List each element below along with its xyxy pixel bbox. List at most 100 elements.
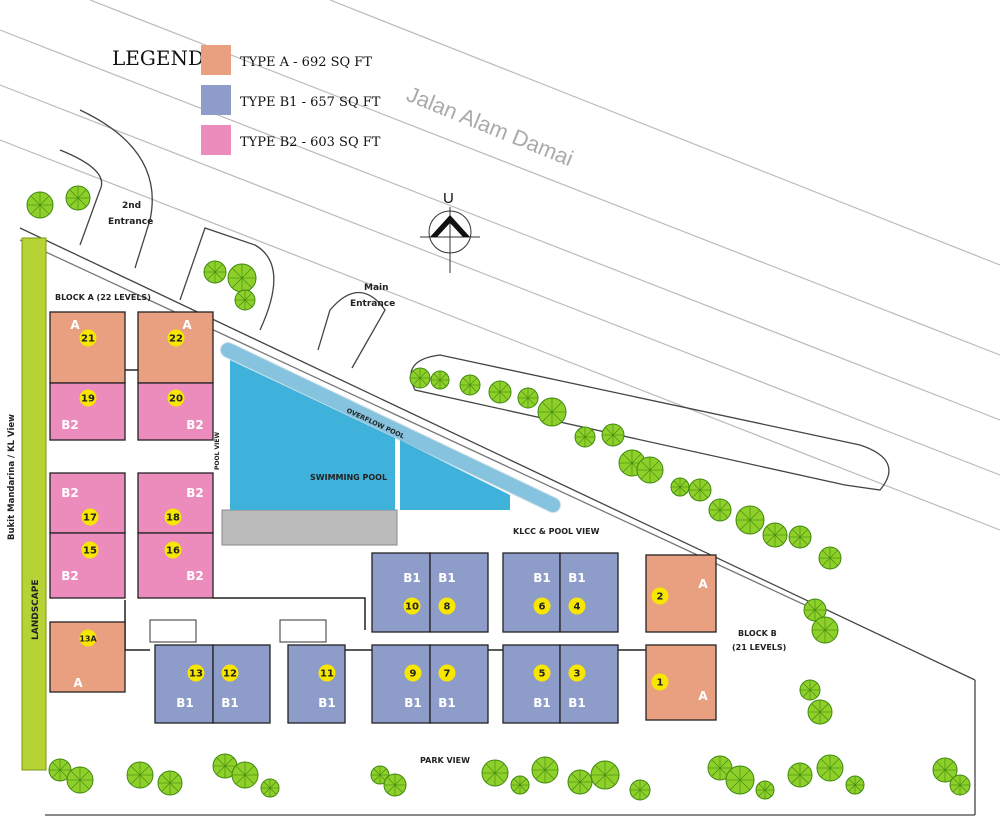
- landscape-label: LANDSCAPE: [31, 580, 41, 641]
- tree-icon: [481, 759, 509, 787]
- unit-number: 19: [81, 394, 95, 405]
- tree-icon: [755, 780, 775, 800]
- unit-number-badge: [164, 508, 182, 526]
- legend-swatch-b2: [201, 125, 231, 155]
- main-entrance-label-line1: Main: [364, 283, 389, 293]
- unit-number-badge: [533, 597, 551, 615]
- tree-icon: [66, 766, 94, 794]
- unit-type: B2: [61, 486, 79, 500]
- main-entrance-label-line2: Entrance: [350, 299, 395, 309]
- unit-number-badge: [651, 673, 669, 691]
- unit-number-badge: [164, 541, 182, 559]
- unit-number-badge: [167, 389, 185, 407]
- legend-swatch-b1: [201, 85, 231, 115]
- tree-icon: [688, 478, 712, 502]
- second-entrance-label-line2: Entrance: [108, 217, 153, 227]
- unit-number: 12: [223, 669, 237, 680]
- unit-7[interactable]: 7B1: [429, 644, 489, 724]
- tree-icon: [157, 770, 183, 796]
- unit-number: 17: [83, 513, 97, 524]
- unit-number: 16: [166, 546, 180, 557]
- tree-icon: [260, 778, 280, 798]
- unit-floor-area: [212, 644, 271, 724]
- unit-1[interactable]: 1A: [645, 644, 717, 721]
- unit-number-badge: [81, 508, 99, 526]
- unit-number: 1: [657, 678, 664, 689]
- unit-type: A: [698, 577, 708, 591]
- unit-floor-area: [559, 644, 619, 724]
- unit-6[interactable]: 6B1: [502, 552, 561, 633]
- tree-icon: [574, 426, 596, 448]
- unit-number-badge: [187, 664, 205, 682]
- unit-type: B1: [533, 696, 551, 710]
- tree-icon: [670, 477, 690, 497]
- unit-number-badge: [79, 329, 97, 347]
- tree-icon: [459, 374, 481, 396]
- unit-number: 6: [539, 602, 546, 613]
- tree-icon: [531, 756, 559, 784]
- unit-floor-area: [429, 552, 489, 633]
- landscape-strip-bar: [21, 237, 47, 771]
- unit-floor-area: [429, 644, 489, 724]
- unit-5[interactable]: 5B1: [502, 644, 561, 724]
- unit-22[interactable]: 22A: [137, 311, 214, 384]
- road-edge-line: [89, 0, 1000, 356]
- unit-number: 13: [189, 669, 203, 680]
- road-edge-line: [0, 84, 1000, 476]
- tree-icon: [203, 260, 227, 284]
- unit-8[interactable]: 8B1: [429, 552, 489, 633]
- unit-3[interactable]: 3B1: [559, 644, 619, 724]
- swimming-pool-water: [230, 360, 395, 510]
- tree-icon: [231, 761, 259, 789]
- lift-shaft: [279, 619, 327, 643]
- unit-number-badge: [167, 329, 185, 347]
- legend-swatch-a: [201, 45, 231, 75]
- trees: [26, 185, 971, 801]
- block-a-label: BLOCK A (22 LEVELS): [55, 293, 151, 302]
- road-edge-line: [329, 0, 1000, 266]
- unit-2[interactable]: 2A: [645, 554, 717, 633]
- tree-icon: [845, 775, 865, 795]
- unit-number: 10: [405, 602, 419, 613]
- second-entrance-label-line1: 2nd: [122, 201, 141, 211]
- tree-icon: [567, 769, 593, 795]
- corridors: [124, 369, 646, 651]
- road-edge-line: [0, 29, 1000, 421]
- pool-view-label: POOL VIEW: [214, 432, 221, 470]
- tree-icon: [383, 773, 407, 797]
- unit-17[interactable]: 17 B2: [49, 472, 126, 534]
- unit-21[interactable]: 21A: [49, 311, 126, 384]
- unit-type: B1: [318, 696, 336, 710]
- unit-9[interactable]: 9B1: [371, 644, 431, 724]
- tree-icon: [735, 505, 765, 535]
- tree-icon: [590, 760, 620, 790]
- side-view-label: Bukit Mandarina / KL View: [7, 414, 17, 540]
- tree-icon: [932, 757, 958, 783]
- unit-type: A: [698, 689, 708, 703]
- unit-number: 22: [169, 334, 183, 345]
- unit-4[interactable]: 4B1: [559, 552, 619, 633]
- unit-number: 11: [320, 669, 334, 680]
- tree-icon: [803, 598, 827, 622]
- klcc-pool-view-label: KLCC & POOL VIEW: [513, 527, 600, 536]
- second-entrance-curve: [59, 149, 103, 246]
- second-entrance-curve: [79, 109, 153, 269]
- tree-icon: [370, 765, 390, 785]
- tree-icon: [234, 289, 256, 311]
- unit-number-badge: [568, 597, 586, 615]
- unit-floor-area: [137, 532, 214, 599]
- tree-icon: [816, 754, 844, 782]
- tree-icon: [510, 775, 530, 795]
